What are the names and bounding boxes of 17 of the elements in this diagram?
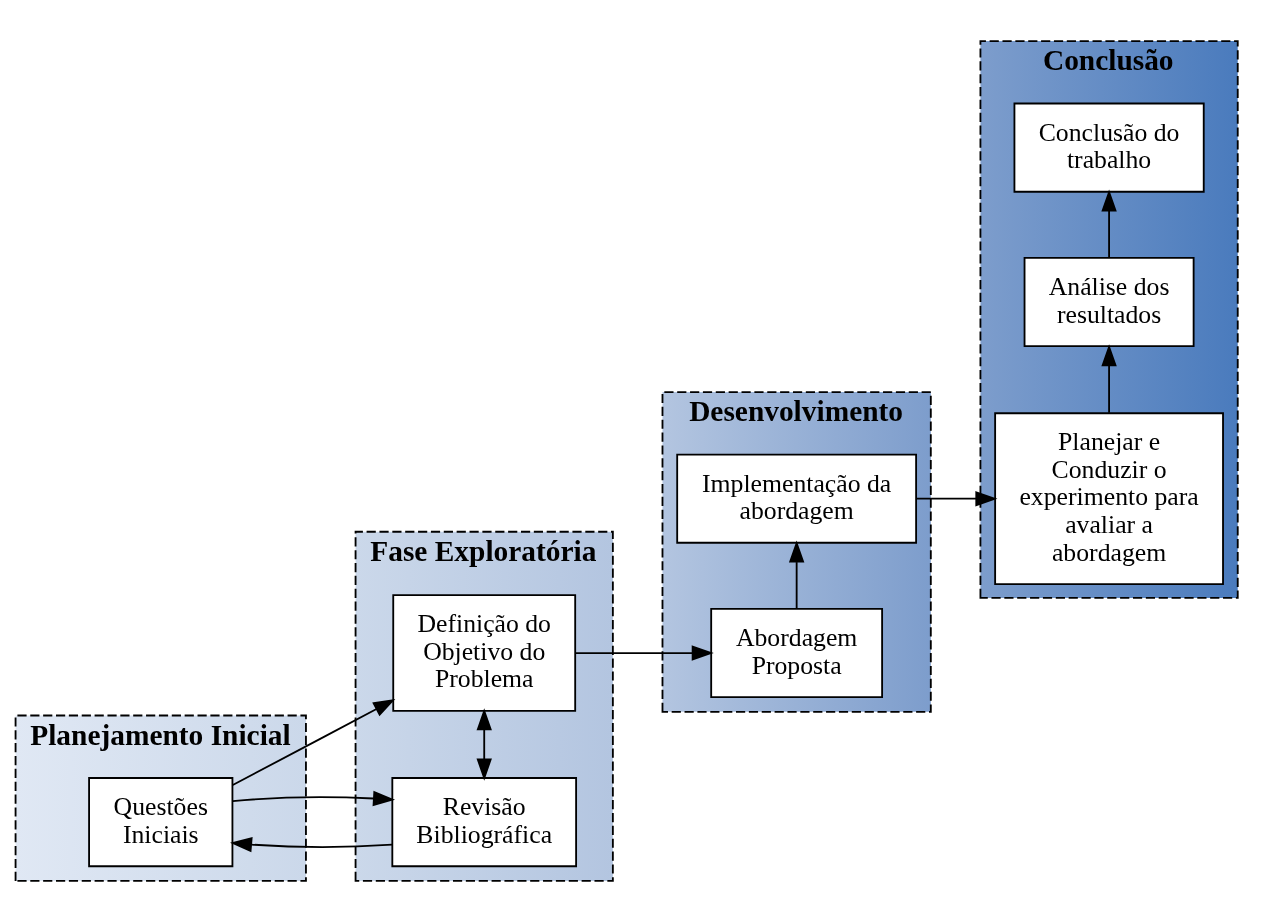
arrow (476, 708, 492, 781)
node-box: Questões Iniciais (88, 777, 234, 868)
arrow (574, 645, 714, 661)
arrow (231, 699, 396, 786)
node-box: Planejar e Conduzir o experimento para avaliar a abordagem (994, 412, 1224, 586)
arrow (231, 790, 396, 807)
arrow (1101, 344, 1117, 414)
arrow (788, 540, 805, 610)
node-box: Abordagem Proposta (710, 608, 884, 699)
node-box: Análise dos resultados (1023, 257, 1195, 348)
arrow (916, 490, 998, 507)
node-box: Implementação da abordagem (676, 453, 918, 544)
arrow (230, 836, 394, 853)
node-box: Definição do Objetivo do Problema (392, 594, 577, 712)
node-box: Conclusão do trabalho (1013, 102, 1205, 193)
arrow (1101, 189, 1117, 259)
node-box: Revisão Bibliográfica (391, 777, 578, 868)
